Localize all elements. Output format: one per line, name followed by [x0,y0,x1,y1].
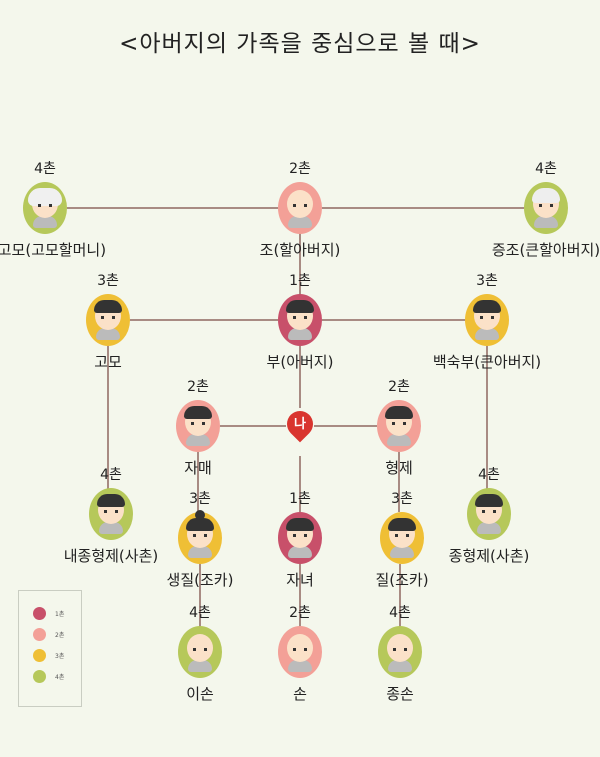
member-name-label: 자매 [184,459,212,477]
legend-color-swatch [33,628,46,641]
degree-label: 2촌 [289,161,311,177]
niece-face-icon [178,510,222,564]
baby-face-icon [278,626,322,678]
baby-face-icon [378,626,422,678]
sister-face-icon [176,400,220,452]
uncle-face-icon [465,294,509,346]
diagram-title: <아버지의 가족을 중심으로 볼 때> [119,31,481,57]
degree-label: 4촌 [100,467,122,483]
member-name-label: 대고모(고모할머니) [0,241,107,259]
grandfather-face-icon [278,182,322,234]
cousin-face-icon [89,488,133,540]
cousin-face-icon [467,488,511,540]
degree-label: 4촌 [189,605,211,621]
me-label: 나 [294,417,306,432]
aunt-face-icon [86,294,130,346]
member-name-label: 백숙부(큰아버지) [432,353,542,371]
legend-color-swatch [33,649,46,662]
member-name-label: 내종형제(사촌) [63,547,159,565]
member-name-label: 손 [293,685,307,703]
degree-label: 2촌 [289,605,311,621]
member-name-label: 생질(조카) [166,571,234,589]
member-name-label: 종형제(사촌) [448,547,530,565]
legend-label: 3촌 [55,653,65,660]
degree-label: 2촌 [187,379,209,395]
legend-label: 2촌 [55,632,65,639]
degree-label: 4촌 [389,605,411,621]
degree-label: 3촌 [189,491,211,507]
nephew-face-icon [380,512,424,564]
brother-face-icon [377,400,421,452]
father-face-icon [278,294,322,346]
legend-label: 4촌 [55,674,65,681]
member-name-label: 고모 [94,353,122,371]
great-uncle-face-icon [524,182,568,234]
degree-label: 3촌 [97,273,119,289]
member-name-label: 형제 [385,459,413,477]
degree-label: 1촌 [289,491,311,507]
legend-color-swatch [33,607,46,620]
grandmother-face-icon [23,182,67,234]
member-name-label: 이손 [186,685,214,703]
child-face-icon [278,512,322,564]
degree-label: 3촌 [391,491,413,507]
member-name-label: 증조(큰할아버지) [491,241,600,259]
member-name-label: 부(아버지) [266,353,334,371]
degree-label: 4촌 [535,161,557,177]
member-name-label: 질(조카) [375,571,429,589]
degree-label: 1촌 [289,273,311,289]
member-name-label: 종손 [386,685,414,703]
degree-label: 4촌 [34,161,56,177]
degree-label: 3촌 [476,273,498,289]
baby-face-icon [178,626,222,678]
member-name-label: 자녀 [286,571,314,589]
member-name-label: 조(할아버지) [259,241,341,259]
degree-label: 4촌 [478,467,500,483]
legend-color-swatch [33,670,46,683]
degree-label: 2촌 [388,379,410,395]
legend-label: 1촌 [55,611,65,618]
legend: 1촌 2촌 3촌 4촌 [18,590,82,707]
